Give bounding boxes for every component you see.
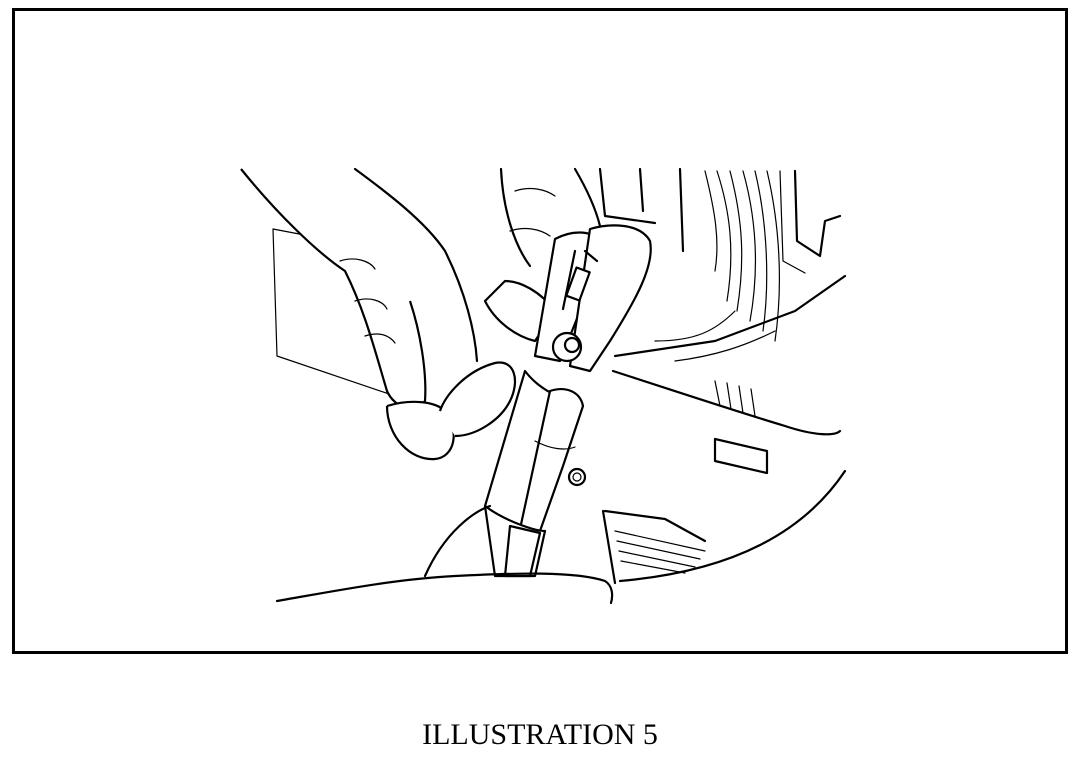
- removal-tool: [483, 224, 652, 578]
- illustration-frame: [12, 8, 1068, 654]
- figure-caption: ILLUSTRATION 5: [422, 718, 658, 751]
- line-drawing: [240, 167, 847, 605]
- left-hand: [240, 167, 602, 461]
- dash-housing: [567, 167, 847, 585]
- lower-palm: [275, 572, 614, 605]
